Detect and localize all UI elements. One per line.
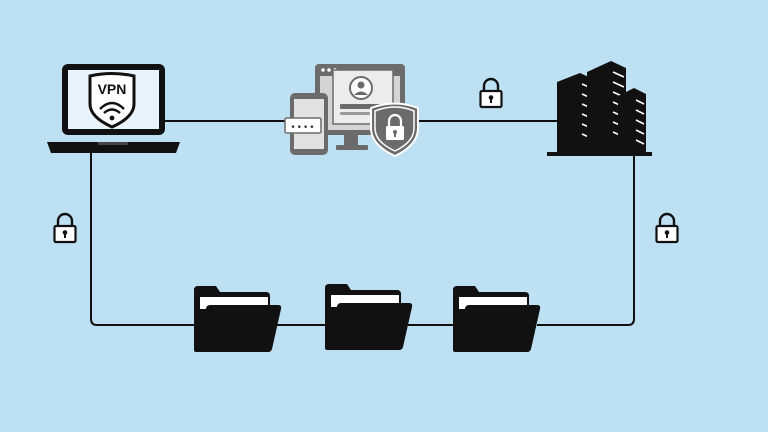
laptop-base (47, 142, 180, 153)
vpn-shield-wifi-icon (88, 72, 136, 129)
padlock-icon (655, 212, 679, 244)
folder-icon (453, 286, 541, 352)
padlock-icon (479, 77, 503, 109)
padlock-icon (53, 212, 77, 244)
server-towers-icon (547, 61, 652, 156)
padlock-shield-icon (370, 102, 419, 158)
folder-icon (194, 286, 282, 352)
vpn-label: VPN (98, 81, 127, 97)
password-field (284, 117, 322, 134)
laptop-touchpad-notch (98, 142, 128, 145)
folders-to-server-line (537, 153, 635, 326)
secure-login-devices-icon: •••• (284, 64, 419, 158)
folder-icon (325, 284, 413, 350)
laptop-to-folders-line (90, 150, 200, 326)
server-tower-right (618, 88, 646, 153)
laptop: VPN (47, 64, 180, 153)
password-mask: •••• (290, 123, 315, 133)
connection-lines (90, 120, 635, 326)
server-base (547, 152, 652, 156)
